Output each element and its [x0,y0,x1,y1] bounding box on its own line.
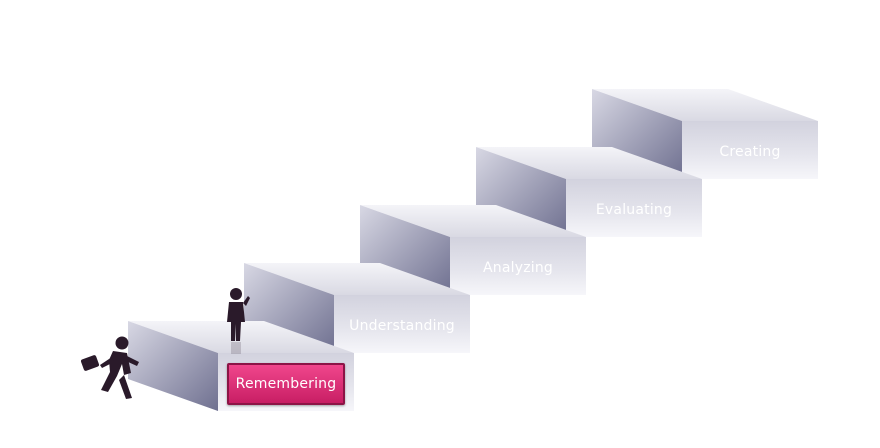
stair-tread [128,321,354,353]
stair-step [360,205,586,295]
step-label-understanding: Understanding [349,318,455,334]
stair-side [360,205,450,295]
step-label-analyzing: Analyzing [482,260,553,276]
stair-tread [244,263,470,295]
step-label-creating: Creating [719,144,781,160]
stair-step [244,263,470,353]
stair-side [244,263,334,353]
step-label-remembering: Remembering [227,363,345,405]
step-label-evaluating: Evaluating [595,202,673,218]
stair-front [334,295,470,353]
stair-tread [592,89,818,121]
standing-businessman-icon [227,288,250,354]
stair-front [682,121,818,179]
stair-tread [476,147,702,179]
stair-front [566,179,702,237]
stair-side [128,321,218,411]
stair-front [450,237,586,295]
stair-side [476,147,566,237]
stair-step [476,147,702,237]
running-businessman-icon [80,336,139,399]
stair-step [592,89,818,179]
stair-side [592,89,682,179]
stair-tread [360,205,586,237]
